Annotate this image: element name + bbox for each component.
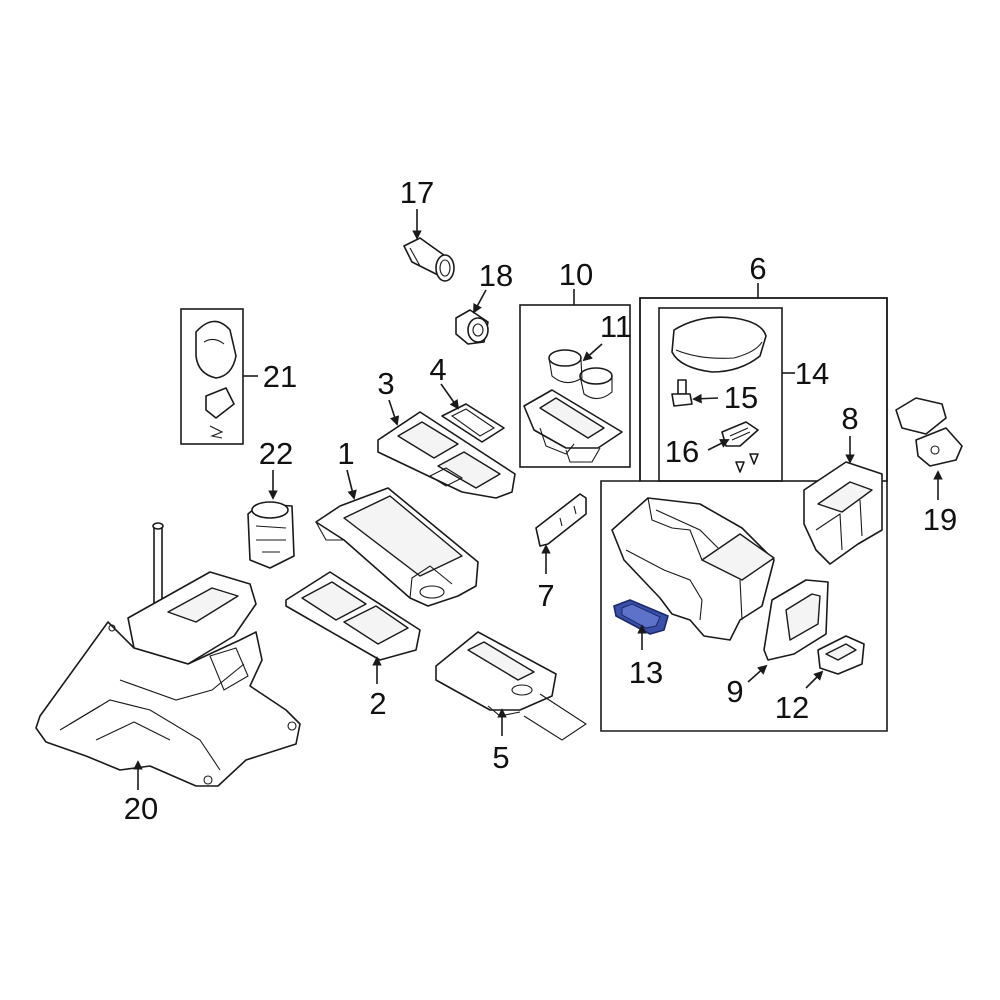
part-10-cup-holder[interactable] [523, 389, 623, 463]
label-6: 6 [749, 251, 766, 286]
part-3-upper-trim[interactable] [377, 411, 516, 499]
part-19-bracket[interactable] [895, 397, 963, 467]
group-box-10 [519, 304, 631, 468]
part-9-panel[interactable] [763, 579, 829, 661]
part-2-lower-trim[interactable] [285, 571, 421, 661]
callout-labels: 17 18 10 11 6 14 15 16 8 19 21 22 3 4 1 … [124, 175, 957, 826]
label-18: 18 [479, 258, 513, 293]
label-10: 10 [559, 257, 593, 292]
label-13: 13 [629, 655, 663, 690]
part-22-switch[interactable] [247, 501, 295, 569]
label-8: 8 [841, 401, 858, 436]
part-16-latch[interactable] [721, 421, 759, 473]
label-19: 19 [923, 502, 957, 537]
part-7-bracket[interactable] [535, 493, 587, 547]
label-1: 1 [337, 436, 354, 471]
label-9: 9 [726, 674, 743, 709]
label-3: 3 [377, 366, 394, 401]
leader-lines [133, 209, 943, 790]
part-11-cup-holder-insert[interactable] [548, 349, 613, 400]
label-21: 21 [263, 359, 297, 394]
part-17-lighter[interactable] [403, 237, 455, 282]
label-22: 22 [259, 436, 293, 471]
part-8-side-panel[interactable] [803, 461, 883, 565]
part-15-bolt[interactable] [671, 379, 693, 407]
part-1-console-body[interactable] [315, 487, 479, 607]
label-7: 7 [537, 578, 554, 613]
label-5: 5 [492, 740, 509, 775]
part-6-console-housing[interactable] [611, 497, 775, 641]
label-4: 4 [429, 352, 446, 387]
label-14: 14 [795, 356, 829, 391]
label-17: 17 [400, 175, 434, 210]
part-13-console-mat[interactable] [613, 599, 669, 635]
part-5-shifter-bezel[interactable] [435, 631, 587, 741]
label-11: 11 [600, 309, 632, 344]
label-16: 16 [665, 434, 699, 469]
part-14-armrest-lid[interactable] [671, 316, 767, 373]
label-20: 20 [124, 791, 158, 826]
part-21-shift-knob[interactable] [195, 320, 237, 439]
label-15: 15 [724, 380, 758, 415]
label-12: 12 [775, 690, 809, 725]
part-18-socket[interactable] [455, 309, 489, 345]
label-2: 2 [369, 686, 386, 721]
group-box-14 [658, 307, 783, 482]
part-12-ashtray[interactable] [817, 635, 865, 675]
part-20-shifter-assembly[interactable] [35, 522, 301, 787]
group-box-6 [600, 297, 888, 732]
